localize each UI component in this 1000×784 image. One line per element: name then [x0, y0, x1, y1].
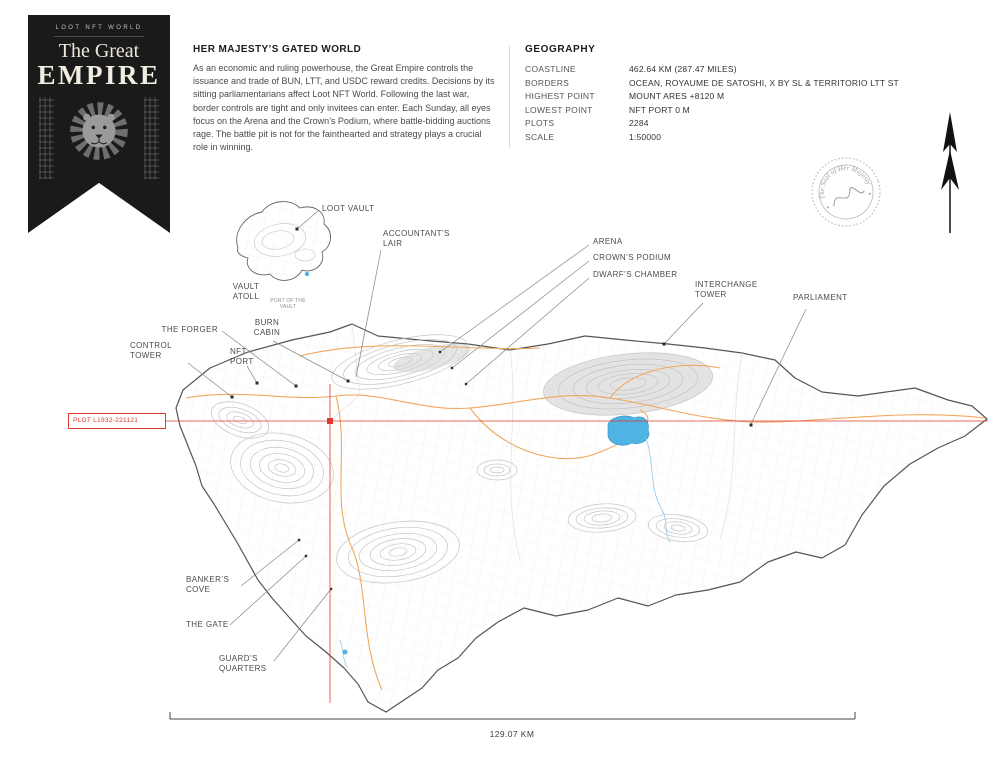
geo-row-label: HIGHEST POINT [525, 91, 595, 102]
scale-bar [169, 712, 856, 720]
table-row: COASTLINE 462.64 KM (287.47 MILES) [525, 63, 990, 77]
intro-section: HER MAJESTY’S GATED WORLD As an economic… [193, 44, 495, 154]
table-row: BORDERS OCEAN, ROYAUME DE SATOSHI, X BY … [525, 77, 990, 91]
geo-row-value: NFT PORT 0 M [629, 104, 690, 115]
river [644, 436, 671, 543]
atoll-harbor [304, 271, 310, 277]
poi-markers [230, 227, 753, 591]
brand-name: LOOT NFT WORLD [55, 25, 143, 31]
lake [607, 415, 650, 446]
ridge-shading [393, 343, 471, 373]
geo-row-value: OCEAN, ROYAUME DE SATOSHI, X BY SL & TER… [629, 77, 899, 88]
pond [342, 649, 348, 655]
intro-paragraph: As an economic and ruling powerhouse, th… [193, 63, 495, 153]
banner-glyph-pattern-left [39, 97, 54, 179]
lion-emblem-icon [63, 95, 135, 167]
geography-heading: GEOGRAPHY [525, 44, 596, 55]
geo-row-value: 2284 [629, 118, 649, 129]
geo-row-label: BORDERS [525, 77, 570, 88]
geo-row-label: PLOTS [525, 118, 555, 129]
water-features [339, 415, 671, 669]
roads [185, 345, 986, 691]
north-arrow [941, 112, 959, 233]
banner-divider [53, 36, 145, 37]
geo-row-value: MOUNT ARES +8120 M [629, 91, 725, 102]
table-row: LOWEST POINT NFT PORT 0 M [525, 104, 990, 118]
callout-lines [187, 210, 807, 662]
geo-row-label: COASTLINE [525, 64, 576, 74]
banner-glyph-pattern-right [144, 97, 159, 179]
intro-heading: HER MAJESTY’S GATED WORLD [193, 44, 362, 55]
geography-section: GEOGRAPHY COASTLINE 462.64 KM (287.47 MI… [525, 44, 990, 145]
geo-row-label: LOWEST POINT [525, 104, 593, 115]
geo-row-label: SCALE [525, 131, 555, 142]
table-row: SCALE 1:50000 [525, 131, 990, 145]
royal-seal: The Seal of Her Majesty [811, 157, 881, 227]
geo-row-value: 1:50000 [629, 131, 662, 142]
plot-crosshair [162, 384, 988, 703]
table-row: HIGHEST POINT MOUNT ARES +8120 M [525, 90, 990, 104]
seal-signature [833, 186, 865, 207]
vault-atoll-island [236, 201, 331, 281]
table-row: PLOTS 2284 [525, 117, 990, 131]
plot-marker [327, 418, 333, 424]
section-divider [509, 46, 510, 148]
poster-title-line2: EMPIRE [37, 60, 161, 90]
contour-lines [210, 334, 713, 584]
geo-row-value: 462.64 KM (287.47 MILES) [629, 64, 737, 74]
poster-title-line1: The Great [58, 40, 140, 62]
